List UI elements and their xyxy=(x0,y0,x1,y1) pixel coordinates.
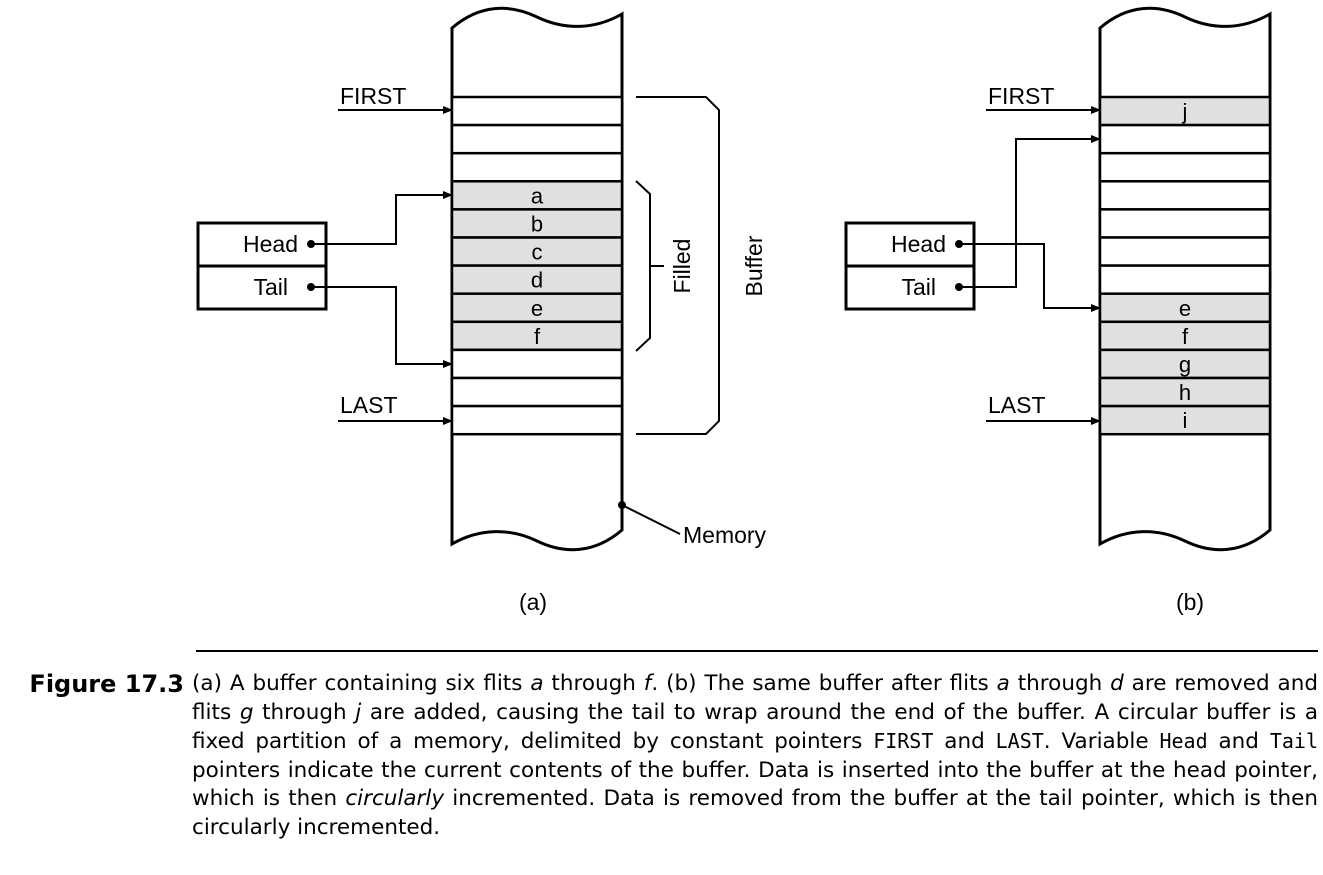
buffer-cell-filled xyxy=(1098,95,1272,127)
buffer-cell-empty xyxy=(450,151,624,183)
buffer-cell-filled xyxy=(450,292,624,324)
caption-segment: incremented. Data is removed from the bu… xyxy=(192,786,1318,840)
caption-segment: f xyxy=(643,671,652,696)
head-label-b: Head xyxy=(891,231,946,257)
sub-caption-a: (a) xyxy=(519,589,547,615)
caption-segment: pointers indicate the current contents o… xyxy=(192,757,1318,812)
sub-caption-b: (b) xyxy=(1176,589,1204,615)
caption-segment: are removed and flits xyxy=(192,671,1318,725)
buffer-cell-label: b xyxy=(531,211,543,236)
buffer-cell-label: a xyxy=(531,183,544,208)
buffer-cell-empty xyxy=(450,123,624,155)
tail-label-b: Tail xyxy=(901,274,936,300)
buffer-cell-empty xyxy=(1098,264,1272,295)
buffer-cell-label: c xyxy=(532,240,543,265)
memory-label: Memory xyxy=(683,522,767,548)
caption-code: Head xyxy=(1159,729,1208,753)
caption-segment: through xyxy=(253,699,356,725)
buffer-cell-empty xyxy=(1098,123,1272,155)
buffer-cell-empty xyxy=(450,348,624,380)
caption-segment: d xyxy=(1110,671,1124,696)
buffer-cell-empty xyxy=(1098,180,1272,211)
buffer-cell-label: e xyxy=(1179,296,1191,321)
memory-column-b xyxy=(1098,6,1272,552)
caption-segment: through xyxy=(1009,671,1111,696)
caption-segment: j xyxy=(355,699,362,725)
head-arrow-b xyxy=(959,243,1101,312)
buffer-cell-label: g xyxy=(1179,352,1191,377)
buffer-cell-empty xyxy=(1098,236,1272,267)
tail-arrow-a xyxy=(311,286,453,368)
caption-segment: (a) A buffer containing six flits xyxy=(192,671,531,696)
filled-label: Filled xyxy=(669,239,695,294)
caption-rule xyxy=(196,650,1318,652)
caption-segment: a xyxy=(996,671,1010,696)
last-label-a: LAST xyxy=(340,392,398,418)
buffer-cell-empty xyxy=(1098,151,1272,183)
head-label-a: Head xyxy=(243,231,298,257)
figure-number: Figure 17.3 xyxy=(29,670,184,698)
figure-caption: (a) A buffer containing six flits a thro… xyxy=(192,670,1318,842)
buffer-cell-filled xyxy=(450,320,624,352)
tail-label-a: Tail xyxy=(253,274,288,300)
filled-brace xyxy=(635,180,664,352)
buffer-cell-empty xyxy=(450,376,624,408)
buffer-cell-label: i xyxy=(1183,408,1188,433)
buffer-cell-filled xyxy=(450,208,624,239)
buffer-cell-empty xyxy=(450,95,624,127)
buffer-cell-label: f xyxy=(1182,324,1189,349)
caption-segment: and xyxy=(1207,729,1270,754)
memory-column-a xyxy=(450,6,624,552)
caption-segment: and xyxy=(933,729,996,754)
buffer-label: Buffer xyxy=(741,235,767,296)
buffer-cell-empty xyxy=(450,404,624,436)
caption-segment: are added, causing the tail to wrap arou… xyxy=(192,699,1318,755)
caption-segment: circularly xyxy=(345,786,445,811)
caption-code: Tail xyxy=(1269,729,1319,753)
first-label-a: FIRST xyxy=(340,83,406,109)
caption-segment: a xyxy=(530,671,544,696)
caption-segment: through xyxy=(543,671,644,696)
memory-leader xyxy=(621,504,681,535)
caption-segment: g xyxy=(239,699,254,725)
tail-arrow-b xyxy=(959,135,1101,288)
first-label-b: FIRST xyxy=(988,83,1054,109)
buffer-cell-label: e xyxy=(531,296,543,321)
buffer-cell-label: h xyxy=(1179,380,1191,405)
caption-segment: . Variable xyxy=(1043,729,1160,754)
caption-code: FIRST xyxy=(873,729,934,753)
caption-code: LAST xyxy=(995,729,1044,753)
buffer-cell-empty xyxy=(1098,208,1272,239)
caption-segment: . (b) The same buffer after flits xyxy=(651,671,997,696)
last-label-b: LAST xyxy=(988,392,1046,418)
buffer-cell-filled xyxy=(1098,320,1272,352)
buffer-cell-label: d xyxy=(531,268,543,293)
buffer-cell-label: f xyxy=(534,324,541,349)
head-arrow-a xyxy=(311,191,453,245)
buffer-brace xyxy=(636,96,720,435)
buffer-cell-label: j xyxy=(1182,99,1188,124)
